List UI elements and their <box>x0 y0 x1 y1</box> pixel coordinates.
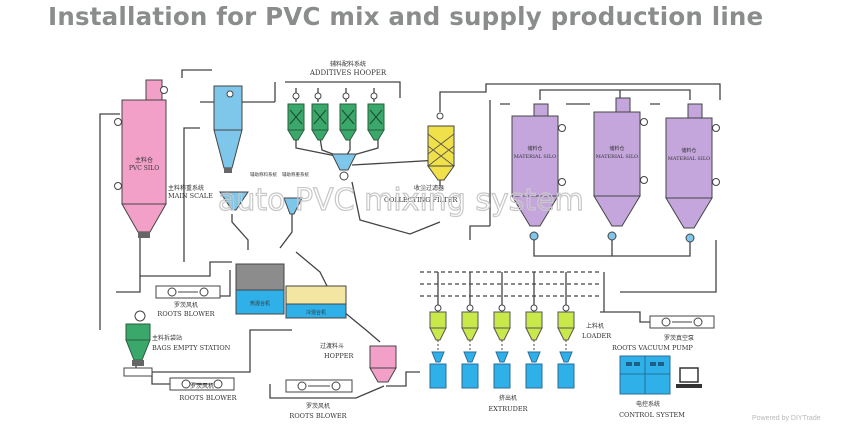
material-silo-3: 储料仓 MATERIAL SILO <box>665 103 720 243</box>
main-scale: 主料称重系统 MAIN SCALE 辅助称料系统 辅助称重系统 <box>168 85 309 215</box>
extruder-label-cn: 挤出机 <box>499 394 517 402</box>
control-system: 电控系统 CONTROL SYSTEM <box>619 355 702 419</box>
roots-vacuum-pump-label-cn: 罗茨真空泵 <box>664 334 694 342</box>
roots-blower-1-label: ROOTS BLOWER <box>157 310 215 318</box>
loader-label: LOADER <box>582 332 612 340</box>
material-silo-1: 储料仓 MATERIAL SILO <box>511 103 566 241</box>
loader-label-cn: 上料机 <box>586 322 604 330</box>
roots-blower-1: 罗茨风机 ROOTS BLOWER <box>155 285 221 318</box>
diagram-title: Installation for PVC mix and supply prod… <box>48 2 764 31</box>
main-scale-label-cn: 主料称重系统 <box>168 184 204 192</box>
roots-blower-3: 罗茨风机 ROOTS BLOWER <box>285 379 353 420</box>
material-silo-1-label-cn: 储料仓 <box>527 145 542 152</box>
material-silo-2-label: MATERIAL SILO <box>596 154 639 160</box>
pvc-silo-label-cn: 主料仓 <box>135 156 153 164</box>
collecting-filter-label: COLLECTING FILTER <box>384 196 458 204</box>
material-silo-2: 储料仓 MATERIAL SILO <box>593 97 648 241</box>
loaders-extruders: 上料机 LOADER 挤出机 EXTRUDER <box>429 304 612 413</box>
transition-hopper: 过渡料斗 HOPPER <box>320 342 397 383</box>
roots-blower-3-label-cn: 罗茨风机 <box>306 402 330 410</box>
hot-mixer-label: 热混合机 <box>250 300 270 307</box>
additive-scale-label-1: 辅助称料系统 <box>250 171 277 178</box>
hopper-label: HOPPER <box>324 352 354 360</box>
mixers: 热混合机 冷混合机 <box>235 263 347 319</box>
roots-blower-2: 罗茨风机 ROOTS BLOWER <box>169 377 238 402</box>
control-system-label-cn: 电控系统 <box>636 400 660 408</box>
material-silos: 储料仓 MATERIAL SILO 储料仓 MATERIAL SILO 储料仓 … <box>511 97 720 243</box>
bags-empty-station: 主料拆袋站 BAGS EMPTY STATION <box>123 310 231 377</box>
additives-hopper-label: ADDITIVES HOOPER <box>309 69 387 77</box>
collecting-filter: 收尘过滤器 COLLECTING FILTER <box>384 112 458 204</box>
material-silo-2-label-cn: 储料仓 <box>609 145 624 152</box>
watermark: auto PVC mixing system <box>218 183 584 218</box>
hopper-label-cn: 过渡料斗 <box>320 342 344 350</box>
extruder-label: EXTRUDER <box>489 405 529 413</box>
collecting-filter-label-cn: 收尘过滤器 <box>414 184 444 192</box>
material-silo-3-label-cn: 储料仓 <box>681 147 696 154</box>
pvc-silo-label: PVC SILO <box>129 165 159 172</box>
additive-scale-label-2: 辅助称重系统 <box>282 171 309 178</box>
additives-hopper: 辅料配料系统 ADDITIVES HOOPER <box>287 60 387 181</box>
roots-blower-2-label-cn: 罗茨风机 <box>190 382 214 390</box>
roots-vacuum-pump-label: ROOTS VACUUM PUMP <box>612 344 693 352</box>
pvc-silo: 主料仓 PVC SILO <box>114 79 168 238</box>
credit-text: Powered by DIYTrade <box>752 415 821 422</box>
main-scale-label: MAIN SCALE <box>168 192 213 200</box>
bags-empty-station-label-cn: 主料拆袋站 <box>152 334 182 342</box>
cool-mixer-label: 冷混合机 <box>306 309 326 316</box>
roots-blower-1-label-cn: 罗茨风机 <box>174 301 198 309</box>
material-silo-1-label: MATERIAL SILO <box>514 154 557 160</box>
roots-blower-2-label: ROOTS BLOWER <box>179 394 237 402</box>
roots-vacuum-pump: 罗茨真空泵 ROOTS VACUUM PUMP <box>612 315 715 352</box>
additives-hopper-label-cn: 辅料配料系统 <box>330 60 366 68</box>
control-system-label: CONTROL SYSTEM <box>619 411 685 419</box>
bags-empty-station-label: BAGS EMPTY STATION <box>152 344 231 352</box>
roots-blower-3-label: ROOTS BLOWER <box>289 412 347 420</box>
material-silo-3-label: MATERIAL SILO <box>668 156 711 162</box>
